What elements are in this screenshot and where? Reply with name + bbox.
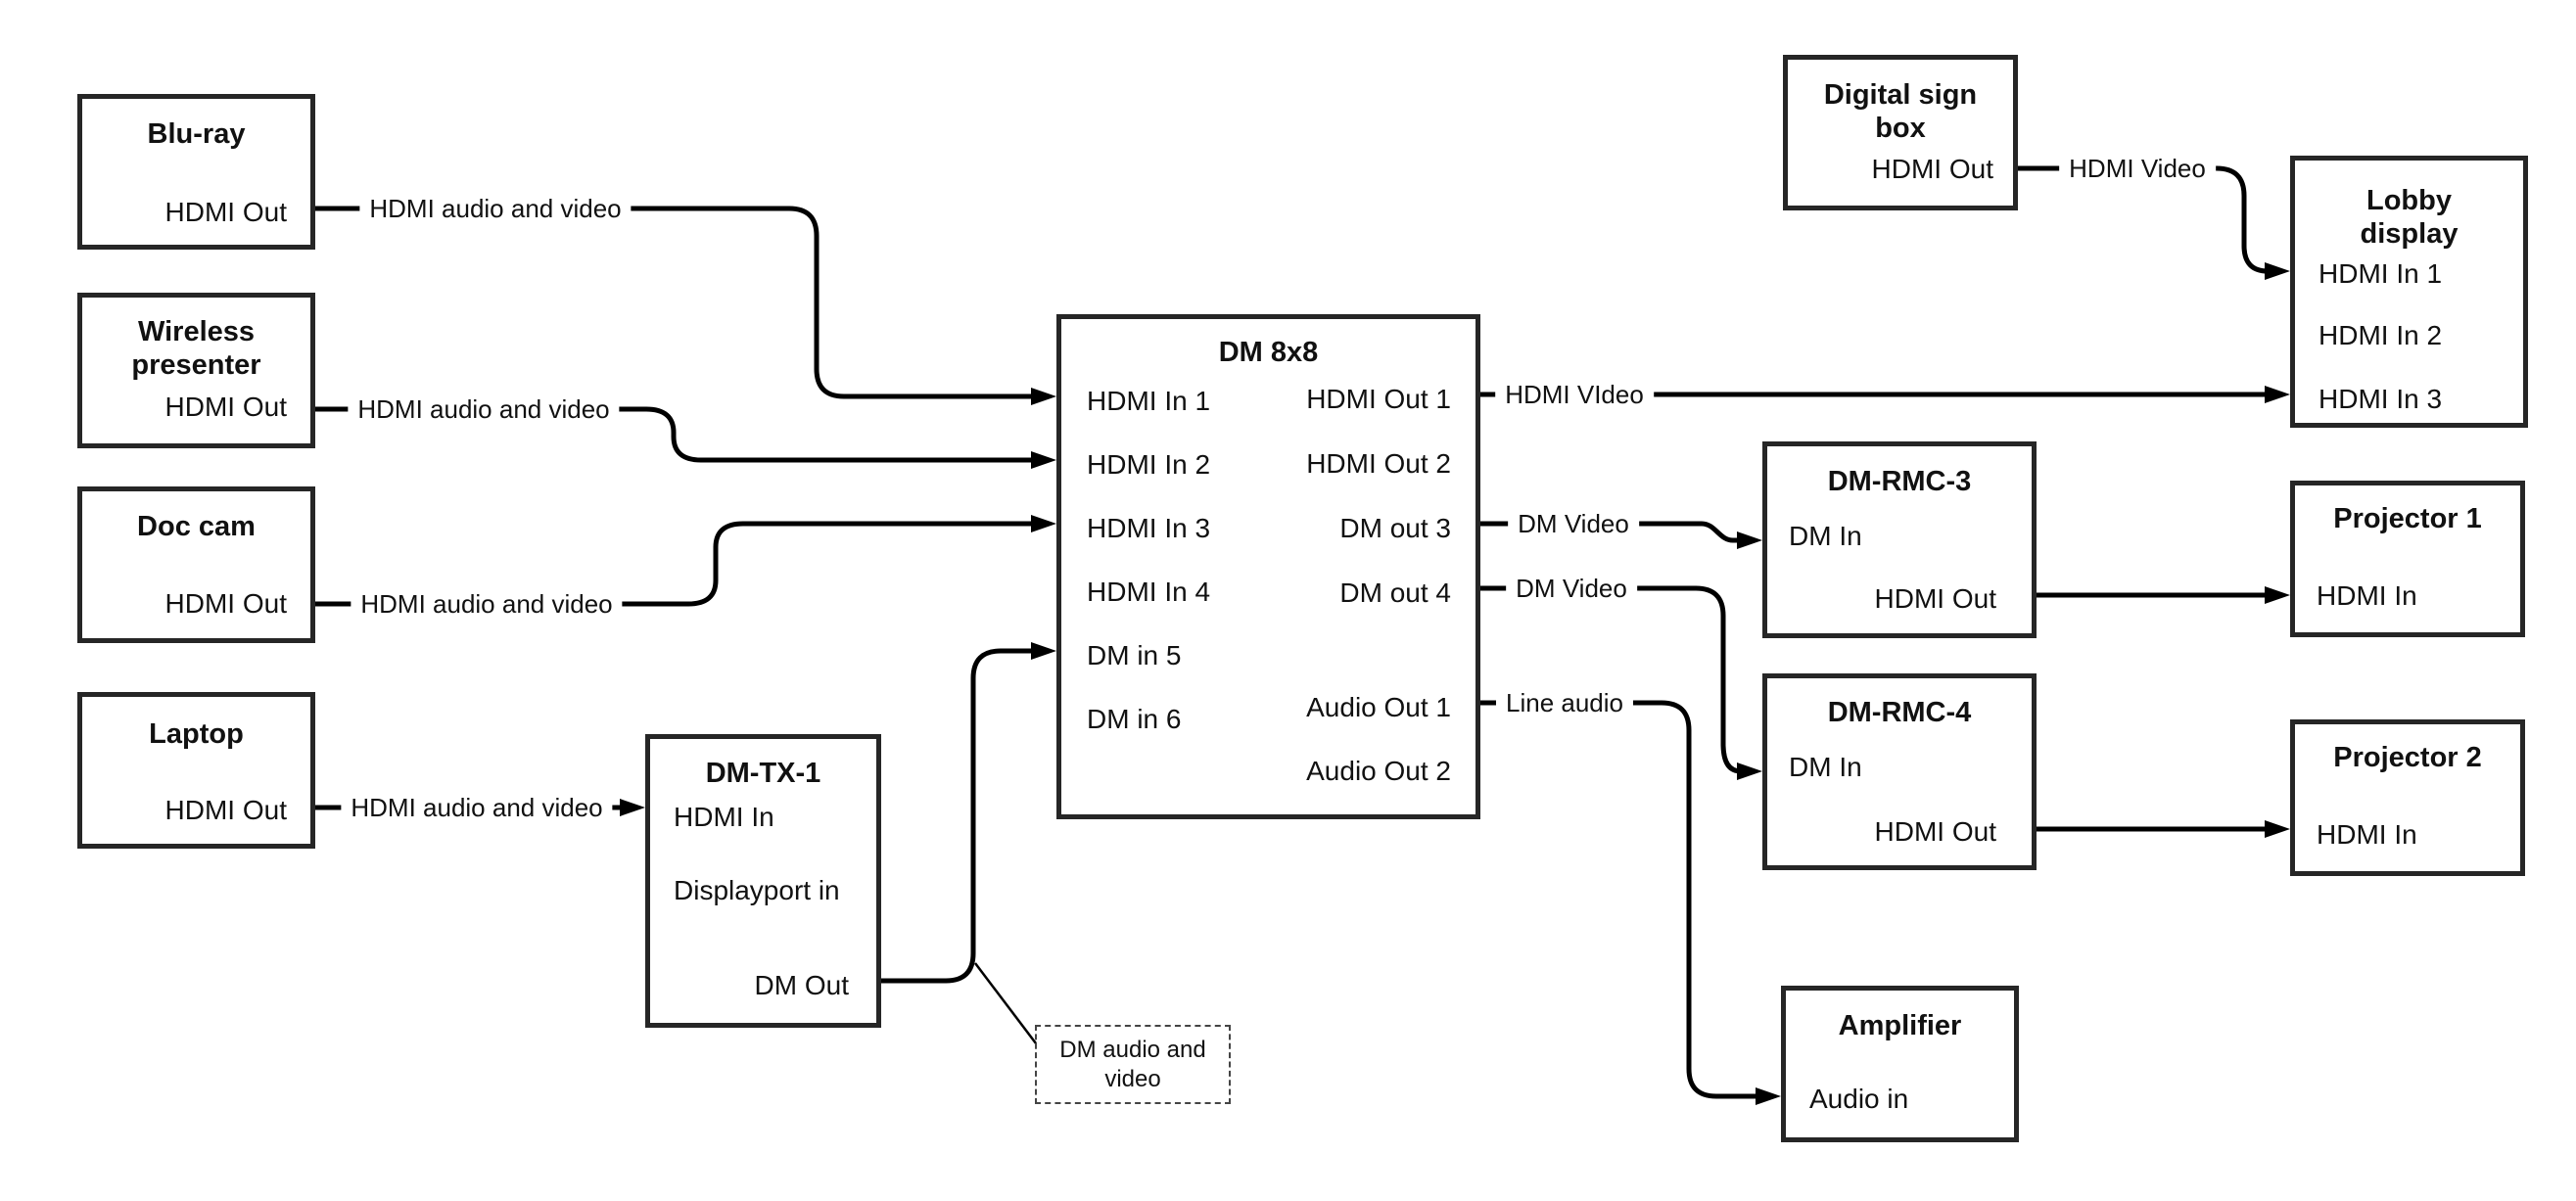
wire-label-dm8x8-to-amplifier: Line audio: [1496, 687, 1633, 718]
note-dm-audio-and-video: DM audio and video: [1035, 1025, 1231, 1104]
node-dm-8x8: DM 8x8 HDMI In 1 HDMI In 2 HDMI In 3 HDM…: [1056, 314, 1480, 819]
wireless-port-hdmi-out: HDMI Out: [164, 392, 287, 422]
node-doccam-title: Doc cam: [137, 511, 256, 542]
lobby-port-hdmi-in1: HDMI In 1: [2318, 258, 2443, 289]
node-bluray-title: Blu-ray: [147, 118, 246, 150]
node-dm-8x8-title: DM 8x8: [1218, 337, 1319, 368]
arrowhead-rmc3-dm-in: [1737, 531, 1762, 549]
node-wireless-title-line1: Wireless: [137, 316, 256, 347]
node-wireless-presenter: Wireless presenter HDMI Out: [77, 293, 315, 448]
node-dm-rmc-4: DM-RMC-4 DM In HDMI Out: [1762, 673, 2037, 870]
dm-tx-1-port-displayport-in: Displayport in: [674, 875, 840, 905]
node-digital-sign-title-line1: Digital sign: [1823, 79, 1978, 111]
dm-8x8-port-dm-out3: DM out 3: [1339, 513, 1451, 543]
node-dm-rmc-4-title: DM-RMC-4: [1827, 697, 1972, 728]
dm-8x8-port-hdmi-in4: HDMI In 4: [1087, 577, 1211, 607]
node-doccam: Doc cam HDMI Out: [77, 486, 315, 643]
wire-label-bluray-to-dm8x8: HDMI audio and video: [359, 193, 632, 224]
projector-1-port-hdmi-in: HDMI In: [2317, 580, 2417, 611]
wire-bluray-to-dm8x8: [315, 206, 1034, 399]
wire-label-laptop-to-dmtx1: HDMI audio and video: [341, 792, 613, 823]
wire-doccam-to-dm8x8: [315, 521, 1034, 607]
arrowhead-dm8x8-dm-in5: [1031, 642, 1056, 660]
node-lobby-display: Lobby display HDMI In 1 HDMI In 2 HDMI I…: [2290, 156, 2528, 428]
arrowhead-dmtx1-hdmi-in: [620, 799, 645, 816]
node-lobby-title-line2: display: [2360, 218, 2459, 250]
dm-8x8-port-dm-out4: DM out 4: [1339, 577, 1451, 608]
dm-rmc-4-port-hdmi-out: HDMI Out: [1874, 816, 1996, 847]
doccam-port-hdmi-out: HDMI Out: [164, 588, 287, 619]
node-digital-sign-title-line2: box: [1875, 113, 1926, 144]
note-callout-line: [974, 962, 1037, 1044]
node-amplifier-title: Amplifier: [1838, 1010, 1962, 1041]
lobby-port-hdmi-in3: HDMI In 3: [2318, 384, 2443, 414]
wire-dm8x8-to-rmc4: [1480, 585, 1742, 774]
wire-label-dm8x8-to-rmc3: DM Video: [1508, 508, 1639, 539]
wire-label-wireless-to-dm8x8: HDMI audio and video: [348, 393, 620, 425]
wire-label-dm8x8-to-lobby: HDMI VIdeo: [1495, 379, 1654, 410]
arrowhead-dm8x8-hdmi-in3: [1031, 515, 1056, 532]
arrowhead-amplifier-audio-in: [1756, 1087, 1781, 1105]
dm-8x8-port-dm-in6: DM in 6: [1087, 704, 1182, 734]
wire-dm8x8-to-rmc3: [1480, 521, 1740, 543]
projector-2-port-hdmi-in: HDMI In: [2317, 819, 2417, 850]
node-projector-2-title: Projector 2: [2333, 742, 2482, 773]
node-dm-rmc-3-title: DM-RMC-3: [1827, 466, 1972, 497]
node-dm-rmc-3: DM-RMC-3 DM In HDMI Out: [1762, 441, 2037, 638]
node-wireless-title: Wireless presenter: [82, 315, 310, 382]
dm-8x8-port-dm-in5: DM in 5: [1087, 640, 1182, 670]
arrowhead-proj2-hdmi-in: [2265, 820, 2290, 838]
dm-8x8-port-hdmi-in1: HDMI In 1: [1087, 386, 1211, 416]
dm-tx-1-port-hdmi-in: HDMI In: [674, 802, 774, 832]
node-lobby-title-line1: Lobby: [2366, 185, 2452, 216]
wire-wireless-to-dm8x8: [315, 406, 1034, 463]
arrowhead-dm8x8-hdmi-in1: [1031, 388, 1056, 405]
wire-digitalsign-to-lobby: [2018, 165, 2269, 274]
digital-sign-port-hdmi-out: HDMI Out: [1871, 154, 1993, 184]
node-digital-sign-title: Digital sign box: [1788, 78, 2013, 145]
note-text: DM audio and video: [1059, 1036, 1206, 1092]
laptop-port-hdmi-out: HDMI Out: [164, 795, 287, 825]
dm-8x8-port-audio-out1: Audio Out 1: [1306, 692, 1451, 722]
dm-8x8-port-hdmi-in3: HDMI In 3: [1087, 513, 1211, 543]
node-laptop: Laptop HDMI Out: [77, 692, 315, 849]
dm-8x8-port-hdmi-in2: HDMI In 2: [1087, 449, 1211, 480]
node-laptop-title: Laptop: [149, 718, 244, 750]
node-digital-sign-box: Digital sign box HDMI Out: [1783, 55, 2018, 210]
amplifier-port-audio-in: Audio in: [1809, 1084, 1909, 1114]
node-dm-tx-1: DM-TX-1 HDMI In Displayport in DM Out: [645, 734, 881, 1028]
wire-dmtx1-to-dm8x8: [881, 648, 1034, 984]
node-projector-2: Projector 2 HDMI In: [2290, 719, 2525, 876]
node-dm-tx-1-title: DM-TX-1: [705, 758, 821, 789]
arrowhead-dm8x8-hdmi-in2: [1031, 451, 1056, 469]
wire-label-digitalsign-to-lobby: HDMI Video: [2059, 153, 2216, 184]
bluray-port-hdmi-out: HDMI Out: [164, 197, 287, 227]
dm-8x8-port-hdmi-out1: HDMI Out 1: [1306, 384, 1451, 414]
dm-rmc-3-port-dm-in: DM In: [1789, 521, 1862, 551]
node-projector-1: Projector 1 HDMI In: [2290, 481, 2525, 637]
arrowhead-proj1-hdmi-in: [2265, 586, 2290, 604]
wire-label-doccam-to-dm8x8: HDMI audio and video: [351, 588, 623, 620]
dm-rmc-3-port-hdmi-out: HDMI Out: [1874, 583, 1996, 614]
dm-8x8-port-audio-out2: Audio Out 2: [1306, 756, 1451, 786]
node-amplifier: Amplifier Audio in: [1781, 986, 2019, 1142]
node-bluray: Blu-ray HDMI Out: [77, 94, 315, 250]
wire-label-dm8x8-to-rmc4: DM Video: [1506, 573, 1637, 604]
node-wireless-title-line2: presenter: [131, 349, 261, 381]
node-lobby-title: Lobby display: [2295, 184, 2523, 251]
arrowhead-rmc4-dm-in: [1737, 762, 1762, 780]
arrowhead-lobby-hdmi-in1: [2265, 262, 2290, 280]
dm-rmc-4-port-dm-in: DM In: [1789, 752, 1862, 782]
wire-dm8x8-to-amplifier: [1480, 700, 1759, 1099]
dm-8x8-port-hdmi-out2: HDMI Out 2: [1306, 448, 1451, 479]
dm-tx-1-port-dm-out: DM Out: [754, 970, 849, 1000]
lobby-port-hdmi-in2: HDMI In 2: [2318, 320, 2443, 350]
arrowhead-lobby-hdmi-in3: [2265, 386, 2290, 403]
node-projector-1-title: Projector 1: [2333, 503, 2482, 534]
